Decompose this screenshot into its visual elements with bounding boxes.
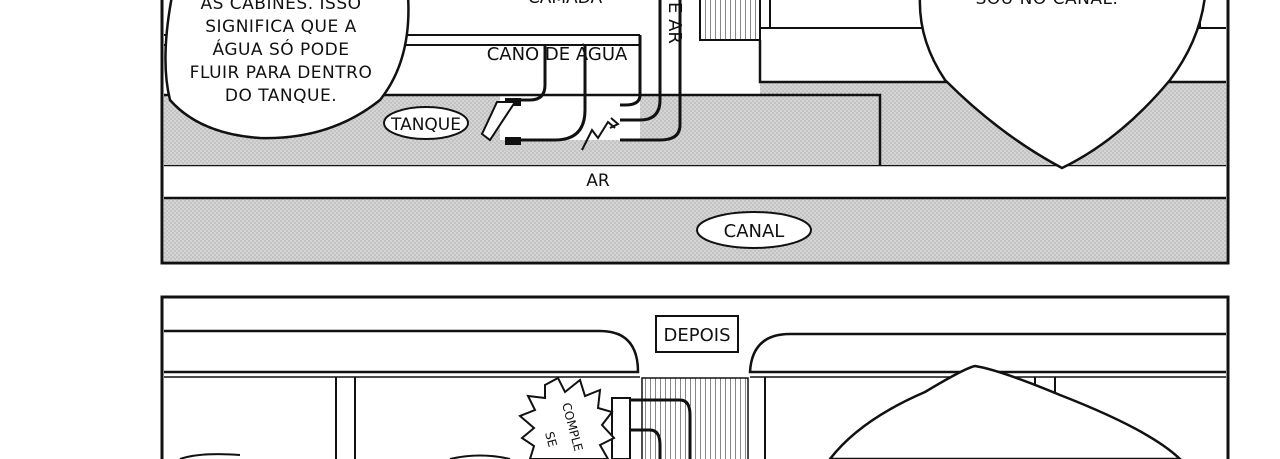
bubble-left-line-1: AS CABINES. ISSO <box>200 0 361 14</box>
burst-bubble <box>518 376 616 459</box>
bubble-right-line: SOU NO CANAL. <box>976 0 1119 9</box>
panel-top: CANO DE ÁGUA CAMADA E AR TANQUE AR CANAL… <box>160 0 1230 265</box>
water-pipe <box>515 0 682 142</box>
canal-water <box>164 198 1226 261</box>
speech-bubble-right <box>918 0 1206 170</box>
vertical-air-label: E AR <box>664 2 685 44</box>
grate <box>699 0 761 41</box>
air-label: AR <box>586 171 610 191</box>
burst-text-2: SE <box>542 430 559 448</box>
bubble-left-line-2: SIGNIFICA QUE A <box>205 17 357 37</box>
bubble-left-line-3: ÁGUA SÓ PODE <box>212 38 349 60</box>
bubble-left-line-5: DO TANQUE. <box>225 86 337 106</box>
canal-label: CANAL <box>724 221 785 242</box>
caption-box <box>655 315 739 353</box>
grate-bottom <box>641 377 749 459</box>
top-fragment-label: CAMADA <box>528 0 603 8</box>
speech-bubble-left <box>164 0 410 140</box>
canal-label-oval <box>696 211 812 249</box>
tank-label-oval <box>383 106 469 140</box>
water-pipe-bottom <box>611 397 692 459</box>
air-arrow-icon <box>581 120 616 151</box>
pipe-label: CANO DE ÁGUA <box>487 43 628 65</box>
panel-bottom: DEPOIS COMPLE SE <box>160 295 1230 459</box>
valve-icon <box>480 98 521 145</box>
speech-bubble-bottom-right <box>828 364 1182 459</box>
tank-label: TANQUE <box>390 115 461 135</box>
caption-depois: DEPOIS <box>664 325 731 346</box>
bubble-left-line-4: FLUIR PARA DENTRO <box>190 63 373 83</box>
